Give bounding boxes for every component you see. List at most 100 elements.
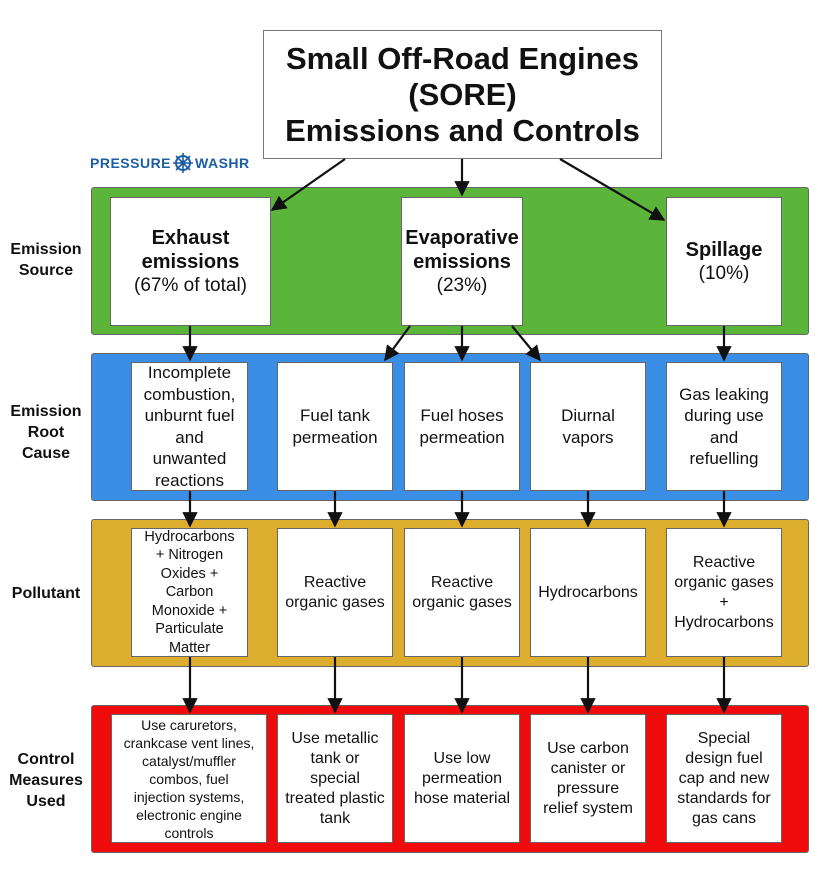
row-label-line: Control [17,750,75,768]
source-box-spillage: Spillage (10%) [666,197,782,326]
row-label-line: Pollutant [11,584,81,602]
logo-text-right: WASHR [195,155,250,171]
cause-text-line: unwanted [152,449,227,468]
control-text-line: injection systems, [133,788,245,805]
cause-text-line: refuelling [689,449,759,468]
cause-box-incomplete-combustion: Incomplete combustion, unburnt fuel and … [131,362,248,491]
control-text-line: Use low [433,749,491,767]
control-text-line: controls [164,824,214,841]
source-name: Spillage [685,238,763,261]
control-text-line: Use carbon [547,739,629,757]
ship-wheel-icon [173,153,194,173]
row-label-line: Emission [10,241,82,258]
title-line-3: Emissions and Controls [285,112,640,148]
cause-box-fuel-tank-permeation: Fuel tank permeation [277,362,393,491]
row-label-line: Source [18,262,74,279]
pollutant-box-exhaust: Hydrocarbons + Nitrogen Oxides + Carbon … [131,528,248,657]
source-name: Evaporative [405,226,519,249]
row-label-line: Measures [9,771,83,789]
cause-text-line: permeation [292,427,378,447]
cause-text-line: Fuel tank [300,406,370,425]
control-box-exhaust: Use caruretors, crankcase vent lines, ca… [111,714,267,843]
pollutant-text-line: Hydrocarbons [538,583,638,601]
control-text-line: hose material [413,789,511,807]
pollutant-text-line: organic gases [285,593,385,611]
control-text-line: relief system [543,799,633,817]
cause-text-line: and [709,427,739,447]
pollutant-text-line: Oxides + [160,565,219,582]
pollutant-text-line: Reactive [303,573,367,591]
row-label-line: Cause [21,445,70,462]
pollutant-text-line: organic gases [674,573,774,591]
pollutant-text-line: Particulate [155,621,224,638]
control-box-diurnal: Use carbon canister or pressure relief s… [530,714,646,843]
control-text-line: electronic engine [136,806,242,823]
pollutant-text-line: Matter [168,639,211,656]
title-line-1: Small Off-Road Engines [285,40,640,76]
control-text-line: Use metallic [291,729,379,747]
source-name: emissions [141,250,240,273]
title-line-2: (SORE) [408,76,517,112]
cause-text-line: reactions [155,470,224,490]
control-text-line: catalyst/muffler [142,752,236,769]
pollutant-text-line: Hydrocarbons [144,528,235,545]
control-box-spillage: Special design fuel cap and new standard… [666,714,782,843]
pollutant-text-line: organic gases [412,593,512,611]
control-text-line: standards for [677,789,771,807]
pollutant-box-tank: Reactive organic gases [277,528,393,657]
cause-text-line: and [175,427,204,447]
cause-box-gas-leaking: Gas leaking during use and refuelling [666,362,782,491]
logo-text-left: PRESSURE [90,155,172,171]
cause-text-line: unburnt fuel [144,406,235,425]
pressure-washr-logo: PRESSURE WASHR [90,150,260,176]
control-text-line: cap and new [678,769,770,787]
pollutant-text-line: Carbon [165,584,214,601]
source-share: (10%) [698,262,750,284]
pollutant-text-line: + Nitrogen [155,547,224,564]
source-name: Exhaust [151,226,230,249]
control-text-line: gas cans [691,809,757,827]
diagram-title: Small Off-Road Engines (SORE) Emissions … [263,30,662,159]
control-text-line: tank or [310,749,360,767]
cause-text-line: Diurnal [561,406,615,425]
control-text-line: special [310,769,360,787]
control-text-line: design fuel [685,749,763,767]
control-box-tank: Use metallic tank or special treated pla… [277,714,393,843]
source-name: emissions [413,250,511,273]
cause-text-line: vapors [562,427,614,447]
source-box-exhaust: Exhaust emissions (67% of total) [110,197,271,326]
pollutant-text-line: Hydrocarbons [674,613,774,631]
control-text-line: combos, fuel [149,770,229,787]
control-text-line: permeation [421,769,503,787]
row-label-line: Used [26,792,66,810]
cause-text-line: Gas leaking [679,384,769,404]
source-box-evaporative: Evaporative emissions (23%) [401,197,523,326]
control-text-line: Special [697,729,751,747]
pollutant-text-line: Reactive [692,553,756,571]
cause-box-diurnal-vapors: Diurnal vapors [530,362,646,491]
row-label-pollutant: Pollutant [0,580,92,606]
row-label-line: Emission [10,403,82,420]
row-label-line: Root [27,424,65,441]
cause-text-line: Incomplete [147,363,232,382]
pollutant-text-line: + [719,593,729,611]
control-text-line: tank [319,809,351,827]
cause-text-line: Fuel hoses [420,406,504,425]
control-text-line: pressure [556,779,620,797]
control-text-line: treated plastic [285,789,385,807]
pollutant-box-diurnal: Hydrocarbons [530,528,646,657]
pollutant-text-line: Monoxide + [151,602,228,619]
control-text-line: crankcase vent lines, [123,734,255,751]
pollutant-box-hoses: Reactive organic gases [404,528,520,657]
source-share: (23%) [436,274,488,296]
pollutant-text-line: Reactive [430,573,494,591]
cause-box-fuel-hoses-permeation: Fuel hoses permeation [404,362,520,491]
control-text-line: canister or [550,759,626,777]
control-box-hoses: Use low permeation hose material [404,714,520,843]
cause-text-line: permeation [419,427,505,447]
cause-text-line: during use [684,406,764,425]
cause-text-line: combustion, [143,384,236,404]
